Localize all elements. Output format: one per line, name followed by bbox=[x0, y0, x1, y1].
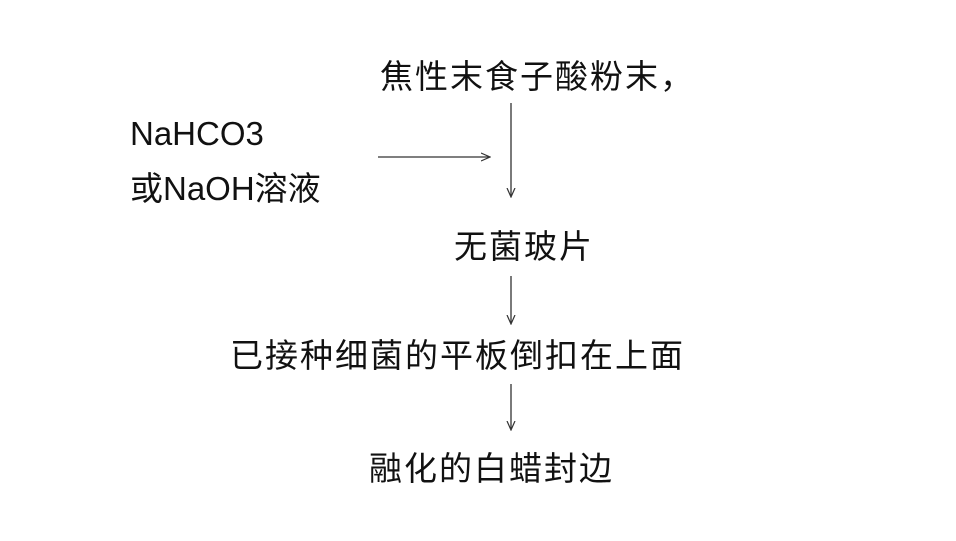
step-sterile-glass-slide: 无菌玻片 bbox=[454, 227, 594, 266]
reagent-naoh-solution-label: 或NaOH溶液 bbox=[130, 170, 321, 207]
reagent-nahco3-label: NaHCO3 bbox=[130, 115, 264, 152]
step-pyrogallic-acid-powder: 焦性末食子酸粉末， bbox=[380, 57, 695, 96]
step-inverted-inoculated-plate: 已接种细菌的平板倒扣在上面 bbox=[230, 336, 685, 375]
step-melted-wax-seal: 融化的白蜡封边 bbox=[369, 449, 614, 488]
